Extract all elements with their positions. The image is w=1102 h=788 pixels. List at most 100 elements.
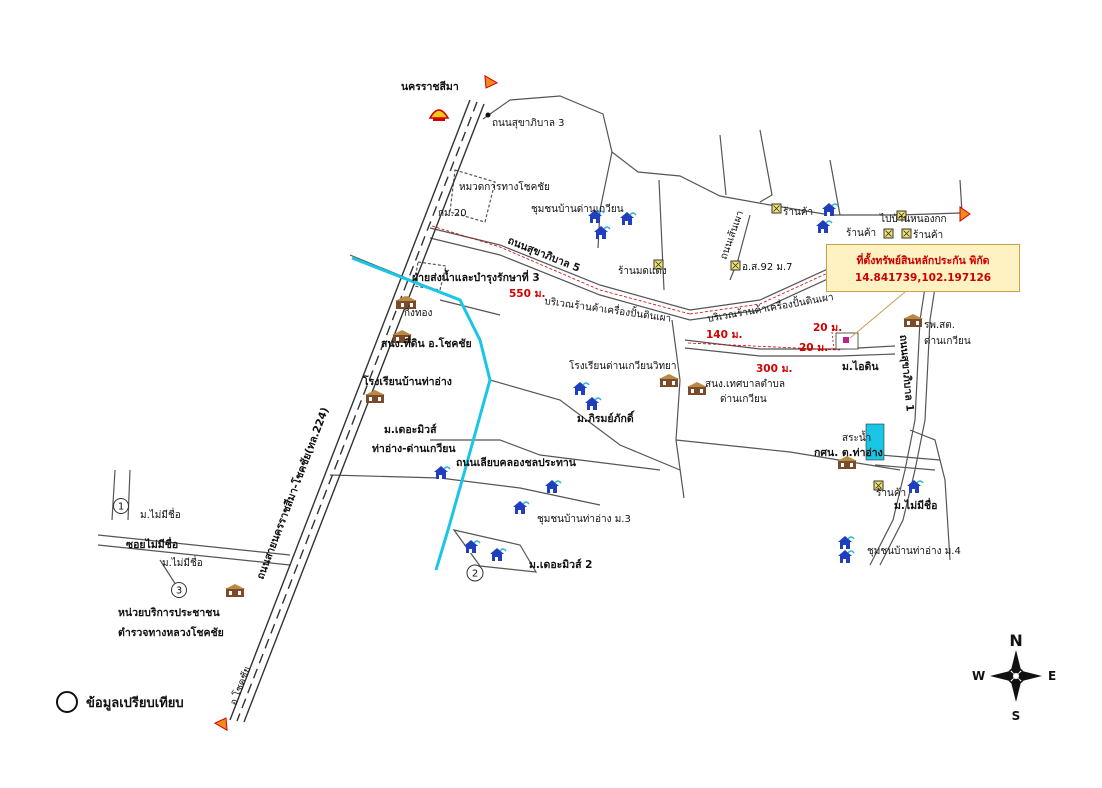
- label-dan-kwian-school: โรงเรียนด่านเกวียนวิทยา: [569, 359, 677, 372]
- arrow-nong-kok-icon: [959, 206, 971, 222]
- house-icon: [837, 549, 855, 564]
- compass-n: N: [1009, 631, 1022, 650]
- legend-circle-icon: [56, 691, 78, 713]
- office-icon: [687, 382, 707, 395]
- shop-icon: [771, 203, 782, 214]
- label-police-box-2: ตำรวจทางหลวงโชคชัย: [118, 626, 224, 639]
- label-moo-mai-mi-chue-3: ม.ไม่มีชื่อ: [162, 555, 203, 569]
- compass-rose: N S E W: [972, 631, 1056, 723]
- label-school-tha-ang: โรงเรียนบ้านท่าอ่าง: [362, 375, 452, 388]
- label-to-ban-nong-kok: ไปบ้านหนองกก: [879, 213, 947, 225]
- label-osor-92: อ.ส.92 ม.7: [742, 262, 793, 273]
- label-moo-the-miss-2: ม.เดอะมิวส์ 2: [529, 558, 592, 571]
- marker-1-label: 1: [118, 502, 124, 513]
- house-icon: [572, 381, 590, 396]
- house-icon: [512, 500, 530, 515]
- callout-coordinates: 14.841739,102.197126: [854, 272, 992, 284]
- marker-2-label: 2: [472, 569, 478, 580]
- sukhaphiban3-junction-dot: [485, 112, 491, 118]
- distance-20m-b: 20 ม.: [799, 342, 828, 354]
- label-king-thong: กิ่งทอง: [404, 305, 433, 319]
- house-icon: [906, 479, 924, 494]
- label-highway-sukhaphiban-1: ถนนสุขาภิบาล 1: [896, 334, 916, 412]
- label-hospital: รพ.สต.: [924, 320, 955, 331]
- label-ran-ka-1: ร้านค้า: [783, 206, 813, 218]
- label-road-side: ถนนเส้นเผา: [718, 209, 747, 261]
- label-hospital-2: ด่านเกวียน: [924, 335, 971, 347]
- label-ran-ka-4: ร้านค้า: [876, 487, 906, 499]
- compass-s: S: [1012, 709, 1021, 723]
- map-labels: นครราชสีมา ถนนสุขาภิบาล 3 หมวดการทางโชคช…: [118, 80, 971, 707]
- label-ran-mom-daeng: ร้านมดแดง: [618, 265, 667, 277]
- route-300m: [687, 342, 841, 351]
- label-ran-ka-3: ร้านค้า: [913, 229, 943, 241]
- label-amphoe-chokchai: อ.โชคชัย: [227, 664, 254, 707]
- label-area-machine-shop-2: บริเวณร้านค้าเครื่องปั้นดินเผา: [706, 289, 834, 325]
- house-icon: [837, 535, 855, 550]
- arrow-nakhon-ratchasima-icon: [479, 75, 498, 92]
- route-550m: [431, 225, 691, 315]
- marker-3: 3: [171, 582, 187, 598]
- label-soi-mai-mi-chue: ซอยไม่มีชื่อ: [126, 536, 178, 551]
- marker-1: 1: [113, 498, 129, 514]
- house-icon: [433, 465, 451, 480]
- irrigation-canal: [351, 256, 492, 571]
- callout-title: ที่ตั้งทรัพย์สินหลักประกัน พิกัด: [856, 255, 990, 267]
- label-municipality-office-2: ด่านเกวียน: [720, 393, 767, 405]
- roads: [97, 95, 963, 586]
- distance-140m: 140 ม.: [706, 329, 742, 341]
- arrow-chokchai-icon: [214, 714, 233, 731]
- label-ran-ka-2: ร้านค้า: [846, 227, 876, 239]
- compass-e: E: [1048, 669, 1056, 683]
- label-kor-sor-nor: กศน. ต.ท่าอ่าง: [814, 447, 883, 459]
- house-icon: [815, 219, 833, 234]
- main-highway: [229, 99, 485, 723]
- shop-icon: [730, 260, 741, 271]
- label-transport-office: หมวดการทางโชคชัย: [459, 180, 550, 193]
- shop-icon: [883, 228, 894, 239]
- school-icon: [365, 390, 385, 403]
- shell-logo-icon: [428, 109, 450, 121]
- distance-300m: 300 ม.: [756, 363, 792, 375]
- label-moo-mai-mi-chue-right: ม.ไม่มีชื่อ: [894, 497, 937, 512]
- legend: ข้อมูลเปรียบเทียบ: [56, 691, 184, 713]
- compass-w: W: [972, 669, 985, 683]
- label-pond: สระน้ำ: [842, 430, 871, 444]
- shop-icon: [901, 228, 912, 239]
- label-moo-mai-mi-chue-1: ม.ไม่มีชื่อ: [140, 507, 181, 521]
- legend-label: ข้อมูลเปรียบเทียบ: [86, 695, 184, 711]
- house-icon: [463, 539, 481, 554]
- label-main-highway: ถนนสายนครราชสีมา-โชคชัย(ทล.224): [254, 405, 332, 581]
- label-sukhaphiban-3: ถนนสุขาภิบาล 3: [492, 118, 565, 129]
- label-tha-ang-m3: ชุมชนบ้านท่าอ่าง ม.3: [537, 513, 631, 525]
- label-moo-idin: ม.ไอดิน: [842, 360, 879, 373]
- house-icon: [489, 547, 507, 562]
- house-icon: [821, 202, 839, 217]
- property-callout: ที่ตั้งทรัพย์สินหลักประกัน พิกัด 14.8417…: [826, 244, 1020, 292]
- property-site: [835, 291, 906, 350]
- school-icon: [659, 374, 679, 387]
- house-icon: [584, 396, 602, 411]
- marker-2: 2: [466, 564, 484, 582]
- label-km20: กม.20: [438, 208, 467, 219]
- route-140m: [689, 271, 831, 315]
- label-dan-kwian-community: ชุมชนบ้านด่านเกวียน: [531, 203, 624, 215]
- house-icon: [544, 479, 562, 494]
- hospital-icon: [903, 314, 923, 327]
- distance-20m-a: 20 ม.: [813, 322, 842, 334]
- house-icon: [593, 225, 611, 240]
- police-box-icon: [225, 584, 245, 597]
- label-moo-phirom: ม.ภิรมย์ภักดิ์: [577, 410, 635, 425]
- marker-3-label: 3: [176, 586, 182, 597]
- label-moo-the-miss: ม.เดอะมิวส์: [384, 423, 437, 436]
- label-police-box-1: หน่วยบริการประชาชน: [118, 607, 220, 619]
- label-tha-ang-m4: ชุมชนบ้านท่าอ่าง ม.4: [867, 545, 961, 557]
- label-water-dept: ฝ่ายส่งน้ำและบำรุงรักษาที่ 3: [412, 269, 540, 285]
- label-area-machine-shop-1: บริเวณร้านค้าเครื่องปั้นดินเผา: [544, 293, 673, 325]
- label-sukhaphiban-5: ถนนสุขาภิบาล 5: [506, 235, 582, 276]
- label-municipality-office: สนง.เทศบาลตำบล: [705, 379, 785, 390]
- label-police-tidin: สนง.ที่ดิน อ.โชคชัย: [381, 335, 472, 350]
- pond: [865, 423, 885, 461]
- label-tha-ang-dan-kwian: ท่าอ่าง-ด่านเกวียน: [372, 442, 456, 455]
